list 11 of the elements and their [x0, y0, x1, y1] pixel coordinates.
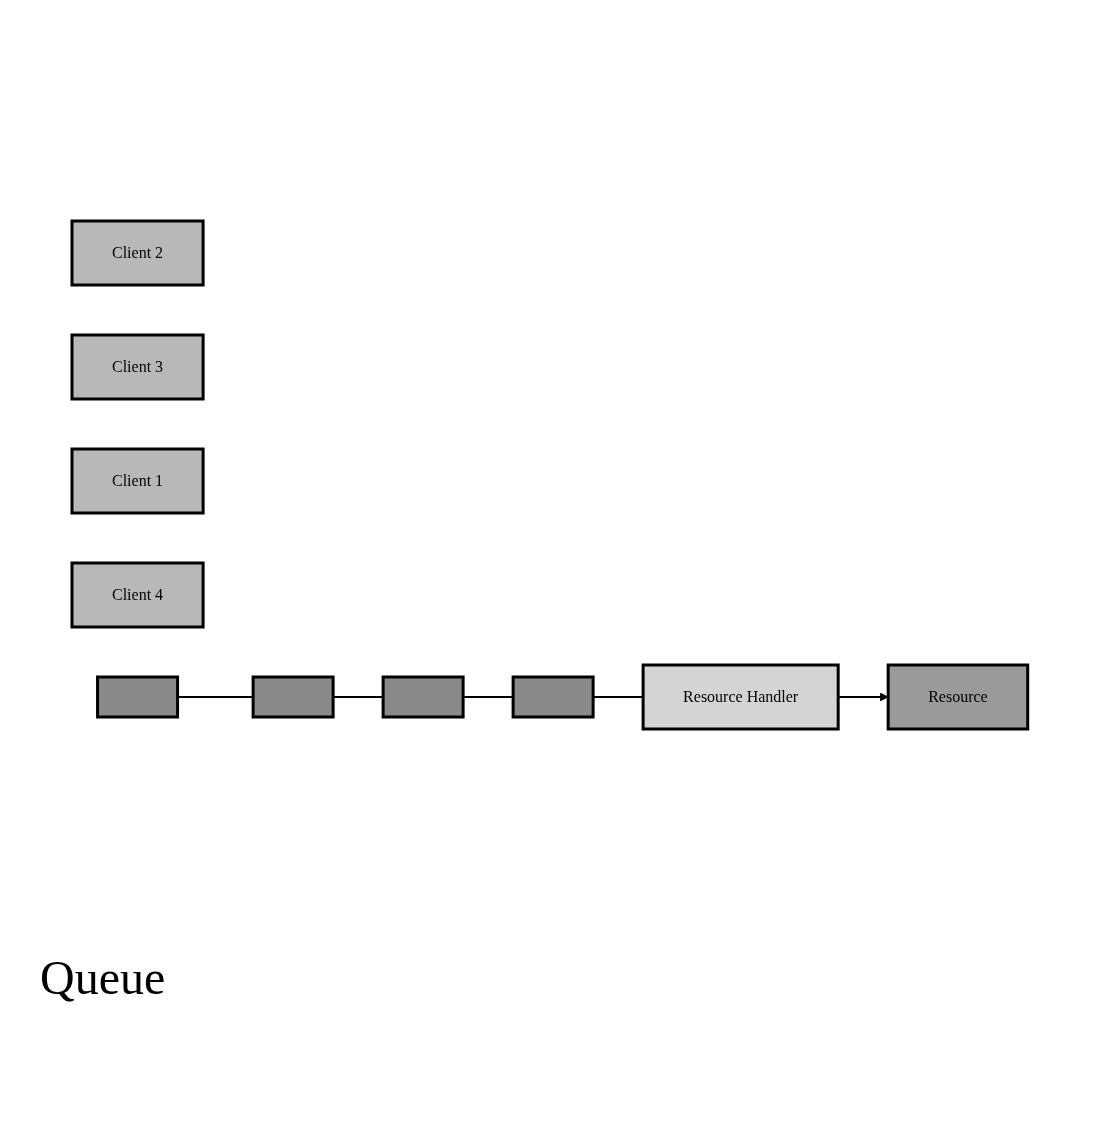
node-box: Resource Handler [641, 663, 840, 731]
node-box [381, 675, 465, 719]
node-box: Client 2 [70, 219, 205, 287]
node-box: Client 4 [70, 561, 205, 629]
node-box: Resource [886, 663, 1030, 731]
node-box [251, 675, 335, 719]
node-box [96, 675, 180, 719]
node-box [511, 675, 595, 719]
node-box: Client 3 [70, 333, 205, 401]
node-box: Client 1 [70, 447, 205, 515]
queue-label: Queue [40, 950, 167, 1005]
